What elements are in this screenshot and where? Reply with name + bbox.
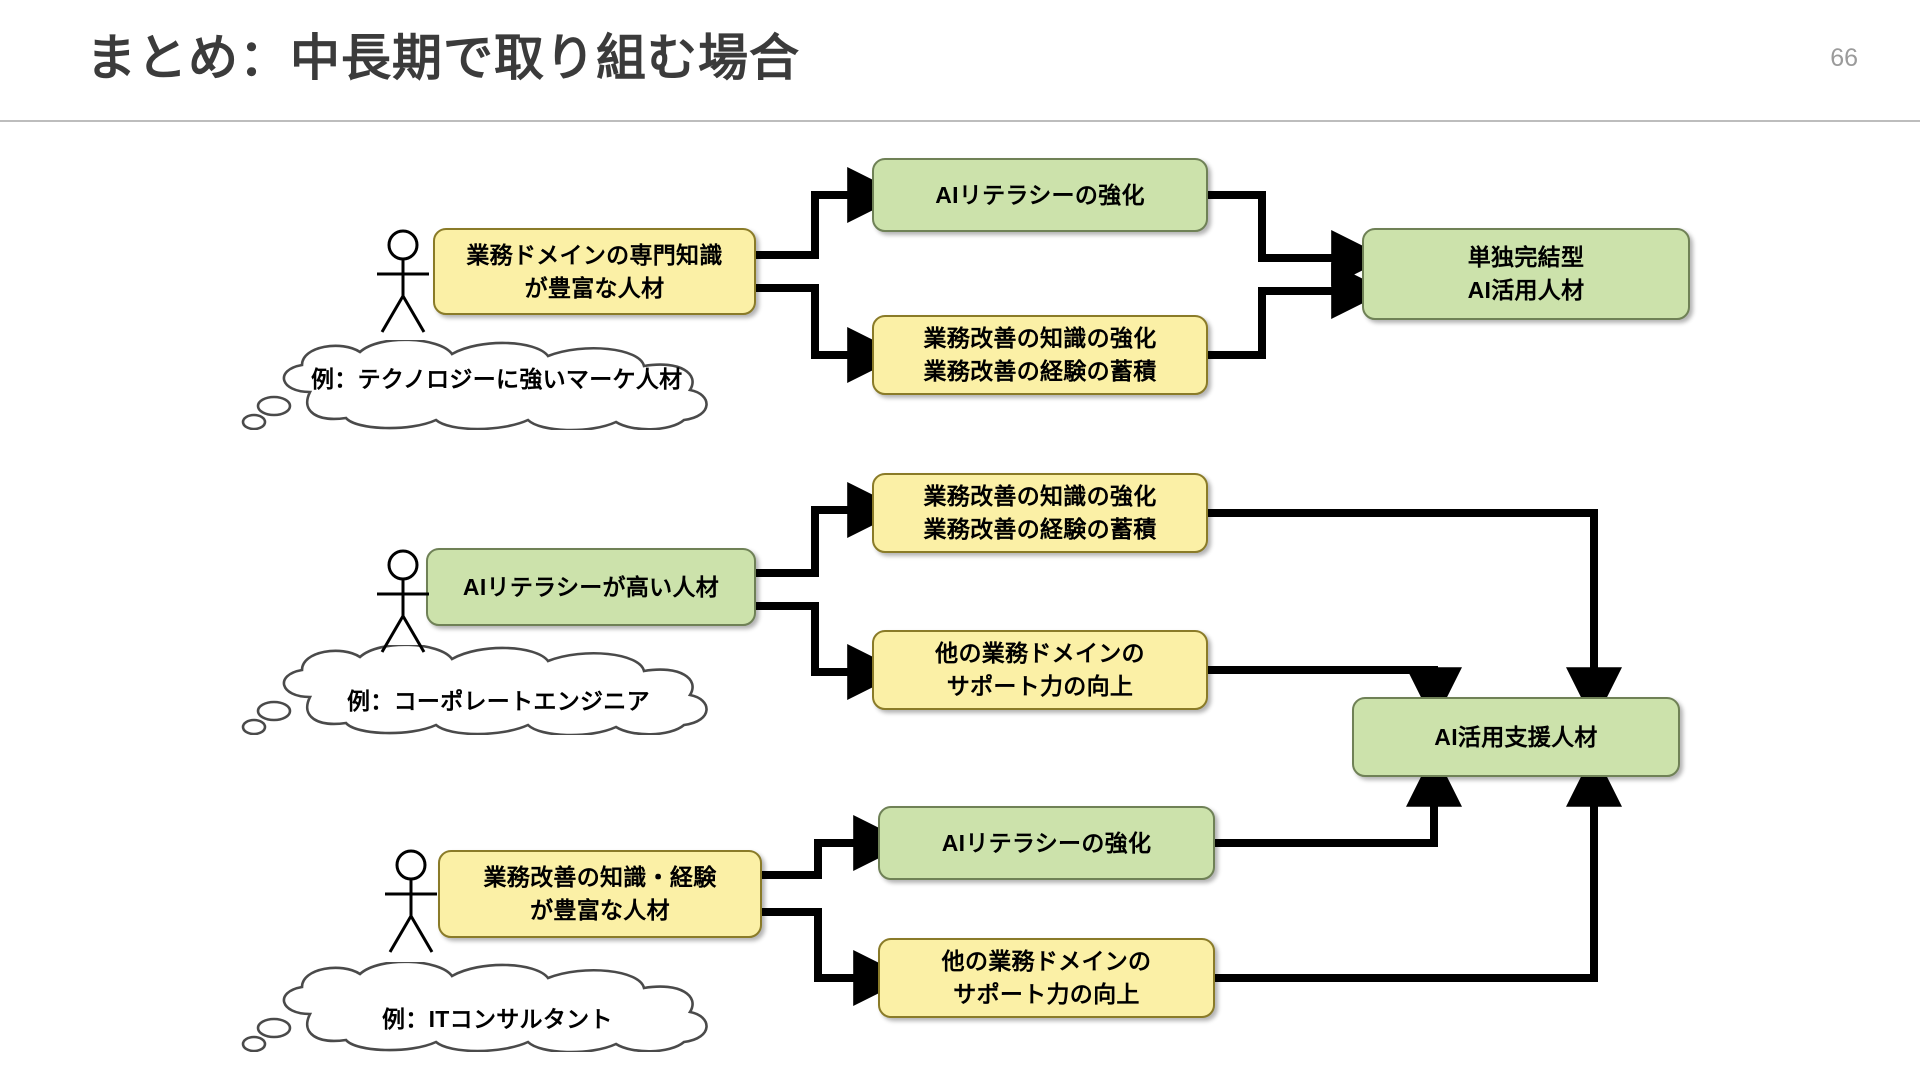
persona-box-row-3[interactable]: 業務改善の知識・経験 が豊富な人材 bbox=[438, 850, 762, 938]
thought-cloud-row-1-label: 例：テクノロジーに強いマーケ人材 bbox=[311, 366, 683, 392]
action-row-2-1-line1: 業務改善の知識の強化 bbox=[923, 483, 1157, 510]
outcome-box-support[interactable]: AI活用支援人材 bbox=[1352, 697, 1680, 777]
persona-row-2-line1: AIリテラシーが高い人材 bbox=[462, 573, 720, 600]
action-box-row-2-1[interactable]: 業務改善の知識の強化 業務改善の経験の蓄積 bbox=[872, 473, 1208, 553]
action-row-3-2-line2: サポート力の向上 bbox=[953, 981, 1140, 1007]
person-icon-row-2 bbox=[370, 548, 436, 656]
persona-row-1-line1: 業務ドメインの専門知識 bbox=[466, 241, 723, 268]
action-box-row-1-2[interactable]: 業務改善の知識の強化 業務改善の経験の蓄積 bbox=[872, 315, 1208, 395]
action-row-1-2-line1: 業務改善の知識の強化 bbox=[923, 325, 1157, 352]
thought-cloud-row-2-label: 例：コーポレートエンジニア bbox=[347, 688, 650, 714]
connector-r3-action2-to-support bbox=[1215, 750, 1622, 982]
persona-box-row-1[interactable]: 業務ドメインの専門知識 が豊富な人材 bbox=[433, 228, 756, 315]
slide-header: まとめ：中長期で取り組む場合 66 bbox=[0, 0, 1920, 122]
outcome-standalone-line2: AI活用人材 bbox=[1467, 277, 1585, 303]
action-row-2-1-line2: 業務改善の経験の蓄積 bbox=[923, 516, 1157, 542]
action-row-3-2-line1: 他の業務ドメインの bbox=[941, 948, 1152, 975]
thought-cloud-row-3 bbox=[240, 960, 800, 1054]
page-number: 66 bbox=[1830, 44, 1858, 72]
outcome-box-standalone[interactable]: 単独完結型 AI活用人材 bbox=[1362, 228, 1690, 320]
action-row-1-1-line1: AIリテラシーの強化 bbox=[935, 181, 1145, 208]
action-box-row-3-1[interactable]: AIリテラシーの強化 bbox=[878, 806, 1215, 880]
connector-r2-action1-to-support bbox=[1208, 509, 1622, 724]
action-box-row-3-2[interactable]: 他の業務ドメインの サポート力の向上 bbox=[878, 938, 1215, 1018]
connector-r2-action2-to-support bbox=[1208, 666, 1462, 724]
person-icon-row-1 bbox=[370, 228, 436, 336]
action-box-row-2-2[interactable]: 他の業務ドメインの サポート力の向上 bbox=[872, 630, 1208, 710]
persona-row-1-line2: が豊富な人材 bbox=[524, 274, 665, 301]
connector-r3-persona-to-action1 bbox=[762, 815, 910, 879]
action-row-3-1-line1: AIリテラシーの強化 bbox=[941, 829, 1152, 856]
outcome-standalone-line1: 単独完結型 bbox=[1467, 244, 1585, 271]
persona-row-3-line1: 業務改善の知識・経験 bbox=[483, 864, 717, 891]
connector-r3-action1-to-support bbox=[1215, 750, 1462, 847]
connector-r2-persona-to-action1 bbox=[756, 482, 904, 577]
action-row-2-2-line1: 他の業務ドメインの bbox=[935, 640, 1145, 667]
outcome-support-line1: AI活用支援人材 bbox=[1434, 723, 1598, 750]
thought-cloud-row-2 bbox=[240, 643, 800, 737]
action-row-1-2-line2: 業務改善の経験の蓄積 bbox=[923, 358, 1157, 384]
page-title: まとめ：中長期で取り組む場合 bbox=[86, 30, 800, 86]
persona-row-3-line2: が豊富な人材 bbox=[530, 897, 670, 923]
connector-r1-action2-to-outcome bbox=[1208, 263, 1388, 359]
person-icon-row-3 bbox=[378, 848, 444, 956]
action-row-2-2-line2: サポート力の向上 bbox=[946, 673, 1134, 699]
connector-r1-action1-to-outcome bbox=[1208, 191, 1388, 286]
connector-r1-persona-to-action1 bbox=[756, 167, 904, 259]
persona-box-row-2[interactable]: AIリテラシーが高い人材 bbox=[426, 548, 756, 626]
thought-cloud-row-1 bbox=[240, 338, 800, 432]
action-box-row-1-1[interactable]: AIリテラシーの強化 bbox=[872, 158, 1208, 232]
thought-cloud-row-3-label: 例：ITコンサルタント bbox=[382, 1006, 613, 1032]
